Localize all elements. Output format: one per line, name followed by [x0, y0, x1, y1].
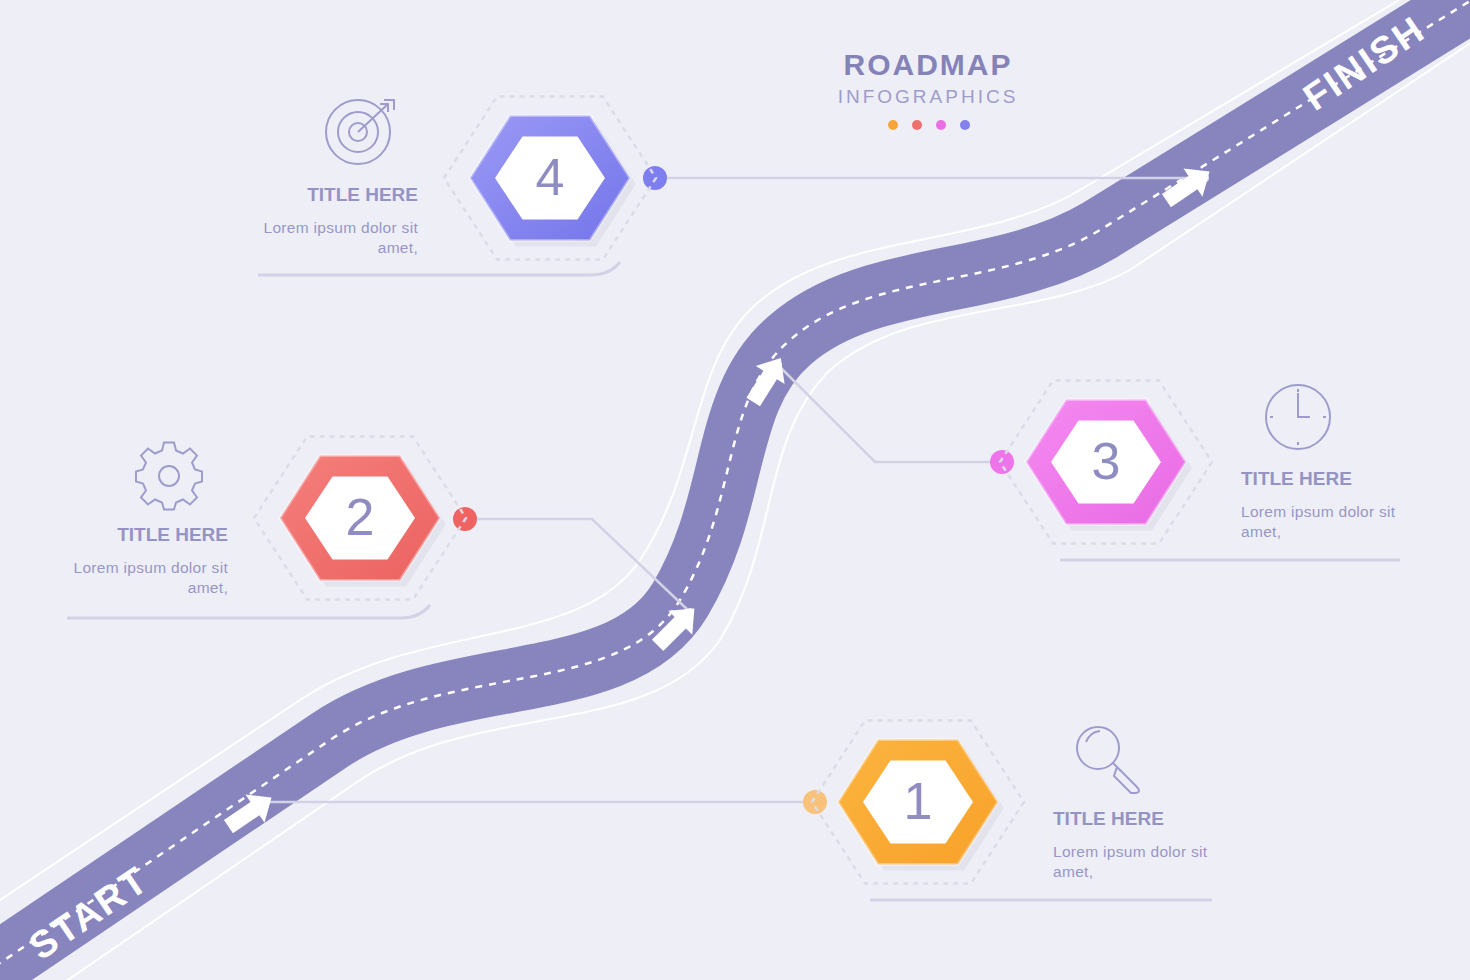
- roadmap-step: 2TITLE HERE Lorem ipsum dolor sit amet,: [60, 436, 450, 616]
- leader-line: [655, 177, 1205, 180]
- hexagon-outer: [470, 116, 630, 241]
- magnifier-icon: [1077, 727, 1139, 793]
- gear-icon: [136, 443, 202, 510]
- hexagon-outer: [838, 740, 998, 865]
- step-number: 2: [310, 491, 410, 543]
- diagram-title: ROADMAP: [778, 48, 1078, 82]
- hexagon-badge: [830, 720, 1230, 900]
- hexagon-halo: [254, 437, 466, 600]
- road-arrow: [646, 597, 707, 658]
- hexagon-outer: [1026, 400, 1186, 525]
- clock-icon: [1266, 385, 1330, 449]
- step-title: TITLE HERE: [1241, 468, 1352, 490]
- step-description: Lorem ipsum dolor sit amet,: [60, 558, 228, 598]
- road-arrow: [739, 349, 795, 411]
- hexagon-inner: [305, 476, 415, 559]
- roadmap-step: 1TITLE HERE Lorem ipsum dolor sit amet,: [830, 720, 1230, 900]
- road-arrow: [1157, 157, 1219, 214]
- step-title: TITLE HERE: [117, 524, 228, 546]
- step-title: TITLE HERE: [1053, 808, 1164, 830]
- target-icon: [326, 100, 394, 164]
- diagram-caption: INFOGRAPHICS: [778, 86, 1078, 108]
- step-description: Lorem ipsum dolor sit amet,: [1241, 502, 1411, 542]
- leader-dot: [990, 450, 1014, 474]
- hexagon-inner: [1051, 420, 1161, 503]
- step-title: TITLE HERE: [307, 184, 418, 206]
- title-dot: [936, 120, 946, 130]
- title-dot: [912, 120, 922, 130]
- underline: [258, 262, 620, 275]
- hexagon-badge: [1018, 380, 1418, 560]
- hexagon-halo: [1000, 381, 1212, 544]
- hexagon-inner: [495, 136, 605, 219]
- hexagon-halo: [444, 97, 656, 260]
- hexagon-halo: [812, 721, 1024, 884]
- roadmap-step: 4TITLE HERE Lorem ipsum dolor sit amet,: [250, 96, 640, 276]
- leader-dot: [803, 790, 827, 814]
- step-number: 4: [500, 151, 600, 203]
- hexagon-inner: [863, 760, 973, 843]
- leader-line: [465, 519, 690, 612]
- step-description: Lorem ipsum dolor sit amet,: [250, 218, 418, 258]
- underline: [1060, 559, 1400, 562]
- road-arrow: [219, 783, 281, 840]
- step-number: 3: [1056, 435, 1156, 487]
- underline: [870, 899, 1212, 902]
- leader-line: [265, 801, 815, 804]
- underline: [67, 605, 430, 618]
- title-dot: [960, 120, 970, 130]
- step-number: 1: [868, 775, 968, 827]
- hexagon-outer: [280, 456, 440, 581]
- roadmap-step: 3TITLE HERE Lorem ipsum dolor sit amet,: [1018, 380, 1418, 560]
- leader-line: [778, 365, 1002, 462]
- step-description: Lorem ipsum dolor sit amet,: [1053, 842, 1223, 882]
- title-dot: [888, 120, 898, 130]
